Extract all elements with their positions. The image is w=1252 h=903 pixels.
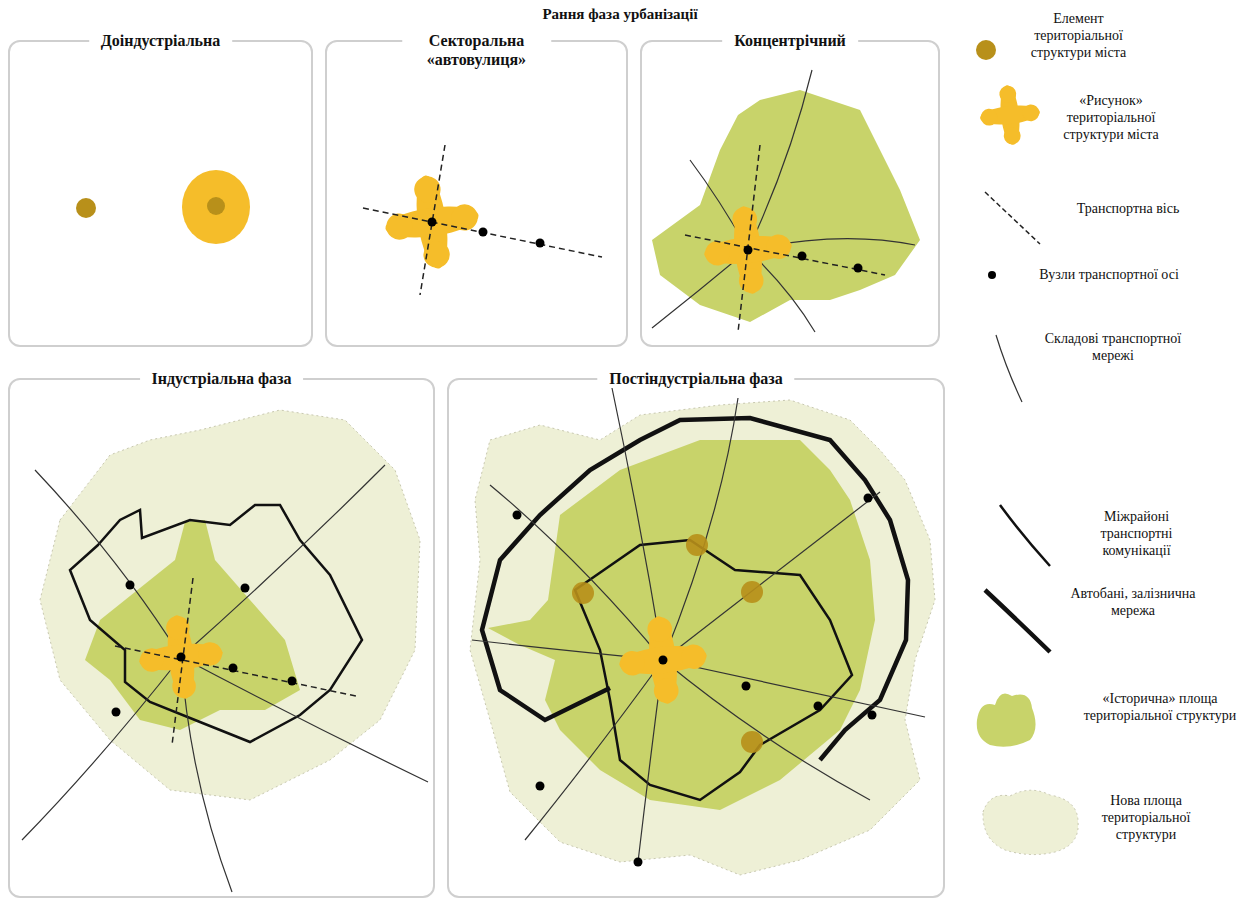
pattern-lobe [1003,127,1021,145]
new-area [40,410,420,800]
city-element [572,534,763,753]
panel-heading: Індустріальна фаза [140,369,304,388]
legend-text: Міжрайоні транспортні комунікації [1074,508,1199,559]
axis-node [177,653,186,662]
legend-text: Вузли транспортної осі [1014,266,1204,283]
legend-text: Елемент територіальної структури міста [1016,10,1141,61]
city-pattern [135,611,227,703]
pattern-lobe [139,647,165,673]
links-sample [1000,505,1050,566]
phase-panel: Секторальна «автовулиця» [325,40,628,347]
pattern-lobe [738,267,765,294]
inter-district-links [70,505,362,742]
axis-node [814,702,823,711]
pattern-lobe [1022,104,1040,122]
pattern-lobe [171,673,197,699]
axis-node [229,664,238,673]
pattern-lobe [731,206,758,233]
pattern-lobe [383,201,480,242]
transport-axis [685,235,885,275]
legend-text: Автобані, залізнична мережа [1058,585,1208,619]
historical-area [652,90,920,322]
panel-heading: Концентрічний [722,31,858,50]
autobahn-sample [985,590,1050,652]
legend-swatch [977,693,1036,746]
legend-text: «Рисунок» територіальної структури міста [1046,92,1176,143]
pattern-lobe [197,641,223,667]
pattern-lobe [618,642,708,677]
panel-heading: Секторальна «автовулиця» [402,31,552,69]
phase-panel: Доіндустріальна [8,40,313,347]
inter-district-links [575,540,852,800]
axis-node [742,682,751,691]
legend-text: Транспортна вісь [1048,200,1208,217]
element-swatch [976,40,996,60]
pattern-lobe [703,232,793,267]
axis-sample [985,192,1040,244]
city-element [207,197,225,215]
axis-node [854,264,863,273]
axis-node [864,494,873,503]
axis-node [513,511,522,520]
legend-text: Складові транспортної мережі [1028,330,1198,364]
legend-swatch [983,790,1078,854]
city-element [76,198,96,218]
transport-network [22,465,428,892]
legend-text: «Історична» площа територіальної структу… [1080,690,1240,724]
node-sample [988,271,996,279]
transport-network [472,388,925,862]
pattern-lobe [999,85,1017,103]
axis-node [126,581,135,590]
pattern-lobe [979,103,1041,127]
pattern-lobe [653,677,680,704]
axis-node [798,252,807,261]
pattern-lobe [680,643,707,670]
transport-axis [115,646,356,696]
pattern-lobe [450,203,480,233]
axis-node [868,711,877,720]
axis-node [479,228,488,237]
axis-node [536,782,545,791]
pattern-lobe [646,616,673,643]
pattern-lobe [619,650,646,677]
drawn-pictures [112,40,1079,867]
network-sample [996,335,1022,402]
city-pattern [700,202,797,299]
axis-node [536,239,545,248]
city-pattern [379,169,485,275]
city-pattern [182,170,250,244]
city-pattern [615,612,712,709]
legend-swatch [977,82,1043,148]
axis-node [744,246,753,255]
pattern-lobe [980,108,998,126]
pattern-lobe [385,212,415,242]
axis-node [659,656,668,665]
historical-swatch [977,693,1036,746]
panel-heading: Постіндустріальна фаза [597,369,794,388]
new-area [470,400,935,875]
axis-node [241,584,250,593]
phase-panel: Індустріальна фаза [8,378,435,898]
historical-area [488,440,875,810]
phase-panel: Постіндустріальна фаза [447,378,945,898]
transport-network [652,70,915,332]
axis-node [288,677,297,686]
historical-area [85,520,300,730]
transport-axis [363,208,602,257]
autobahn-railway [482,418,908,760]
phase-panel: Концентрічний [640,40,940,347]
legend-swatch [976,40,996,60]
axis-node [428,218,437,227]
transport-axis [172,578,193,745]
axis-node [634,858,643,867]
transport-axis [738,145,760,332]
panel-heading: Доіндустріальна [89,31,233,50]
title: Рання фаза урбанізації [340,6,900,23]
new-area-swatch [983,790,1078,854]
axis-node [112,708,121,717]
legend-text: Нова площа територіальної структури [1086,792,1206,843]
pattern-swatch [977,82,1043,148]
